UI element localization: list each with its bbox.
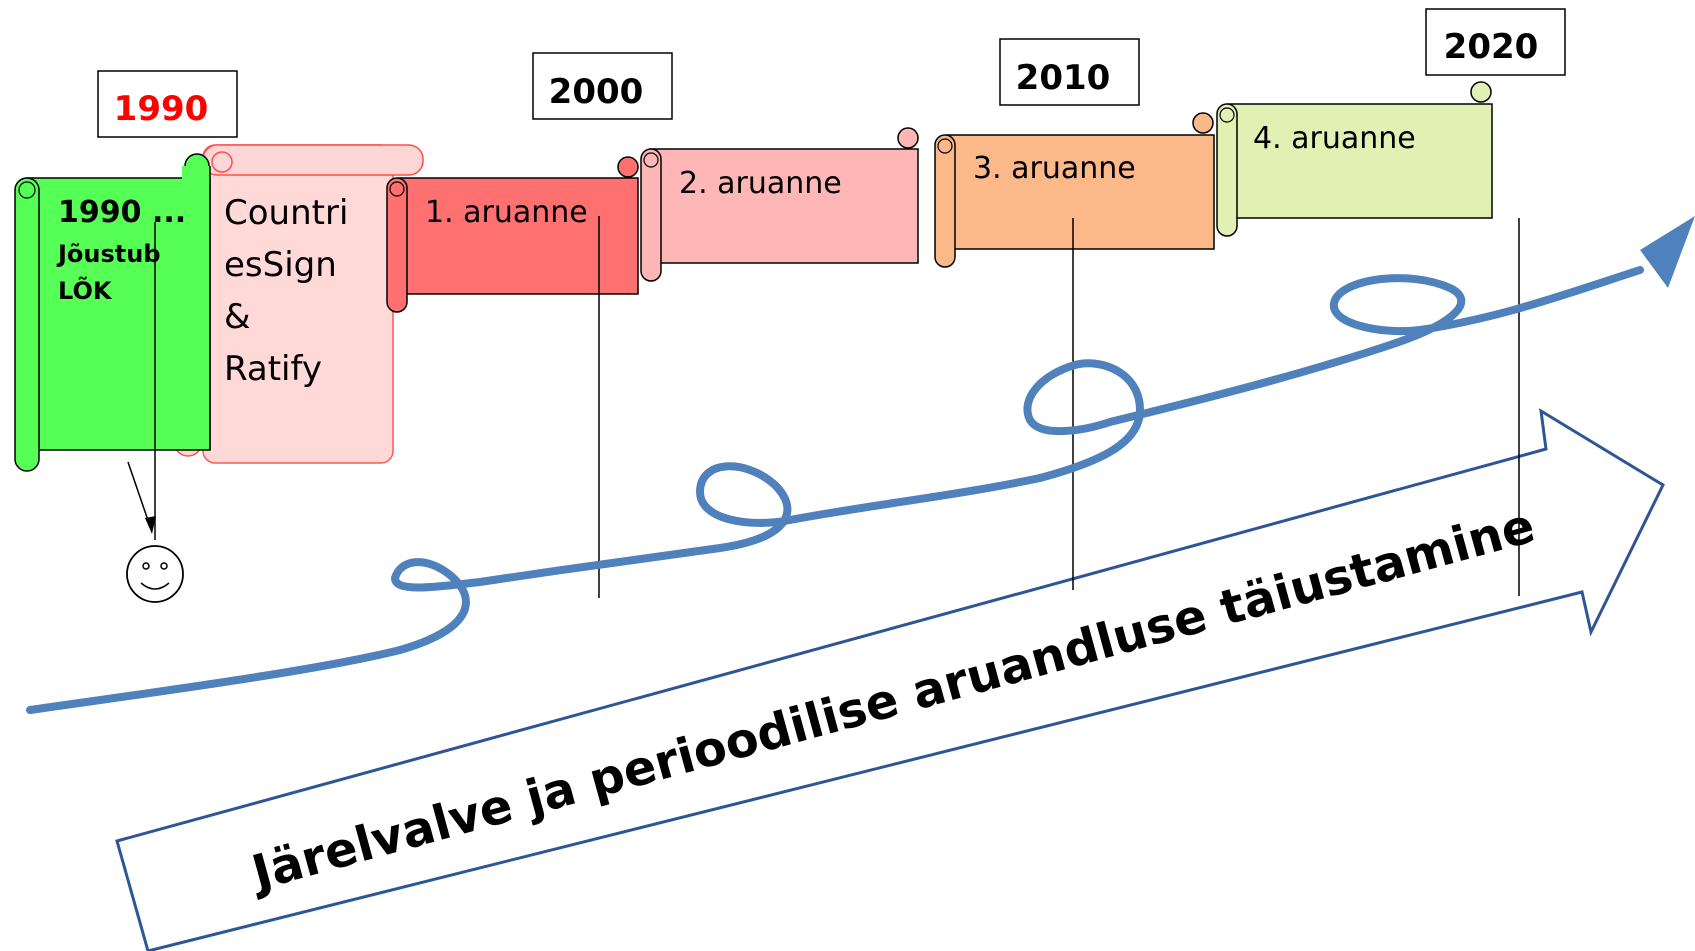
scroll-report-4: 4. aruanne <box>1216 81 1493 237</box>
report-4-label: 4. aruanne <box>1253 121 1416 156</box>
smiley-pointer <box>127 461 156 534</box>
scroll-lok: 1990 ... Jõustub LÕK <box>14 153 211 472</box>
timeline-lines-front <box>154 216 1074 450</box>
sign-line2: esSign <box>224 245 337 285</box>
lok-line1: 1990 ... <box>58 195 186 230</box>
scroll-sign-ratify: Countri esSign & Ratify <box>173 144 424 464</box>
smiley-icon <box>126 545 184 603</box>
sign-line4: Ratify <box>224 349 322 389</box>
year-1990-box: 1990 <box>97 70 238 138</box>
year-1990-label: 1990 <box>114 89 209 129</box>
sign-line1: Countri <box>224 193 348 233</box>
report-1-label: 1. aruanne <box>425 195 588 230</box>
report-3-label: 3. aruanne <box>973 151 1136 186</box>
report-2-label: 2. aruanne <box>679 166 842 201</box>
big-arrow-text: Järelvalve ja perioodilise aruandluse tä… <box>243 498 1540 903</box>
lok-line2: Jõustub <box>56 240 161 268</box>
progress-curve <box>26 266 1644 714</box>
scroll-report-3: 3. aruanne <box>934 112 1215 268</box>
scroll-report-2: 2. aruanne <box>640 127 919 282</box>
scroll-report-1: 1. aruanne <box>386 156 639 313</box>
year-2000-label: 2000 <box>549 72 644 112</box>
progress-curve-arrowhead <box>1640 216 1695 288</box>
big-arrow: Järelvalve ja perioodilise aruandluse tä… <box>115 408 1665 951</box>
year-2010-box: 2010 <box>999 38 1140 106</box>
year-2010-label: 2010 <box>1016 58 1111 98</box>
sign-line3: & <box>224 297 251 337</box>
lok-line3: LÕK <box>58 275 113 305</box>
year-2020-label: 2020 <box>1444 27 1539 67</box>
year-2000-box: 2000 <box>532 52 673 120</box>
year-2020-box: 2020 <box>1425 8 1566 76</box>
